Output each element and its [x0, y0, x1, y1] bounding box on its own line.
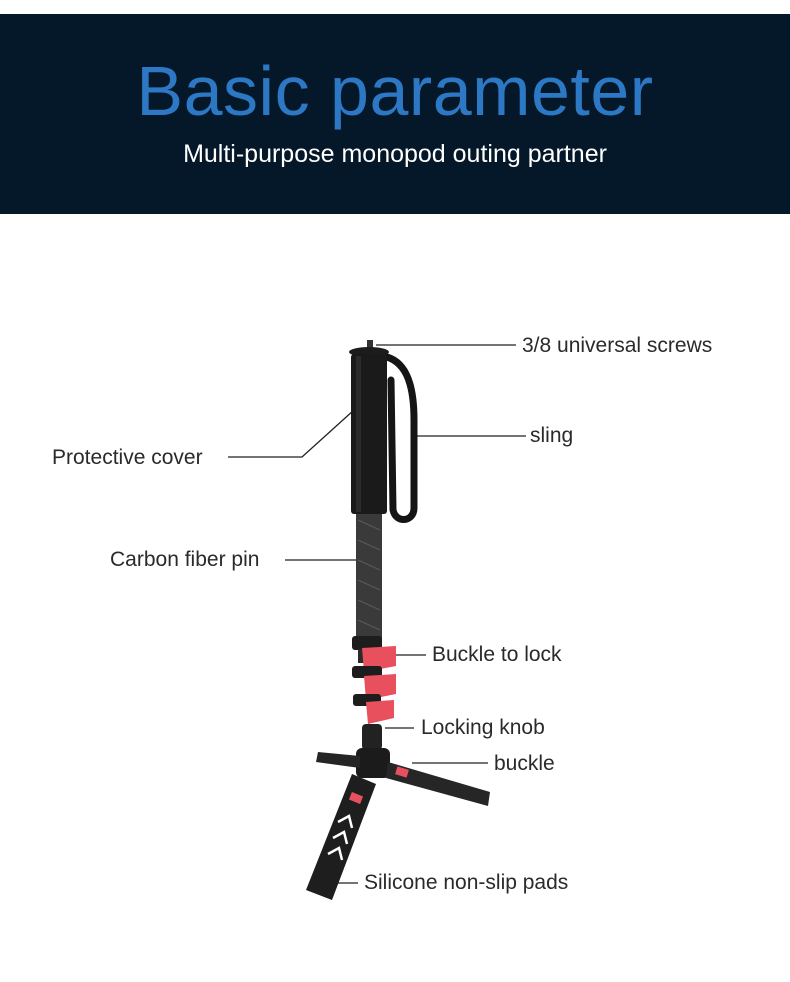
- chevron-marks: [327, 814, 354, 861]
- label-buckle: buckle: [494, 752, 555, 775]
- page-title: Basic parameter: [136, 52, 654, 130]
- label-locking-knob: Locking knob: [421, 716, 545, 739]
- lock-clamps: [352, 636, 396, 724]
- page-subtitle: Multi-purpose monopod outing partner: [183, 140, 607, 168]
- header-banner: [0, 14, 790, 214]
- label-protective-cover: Protective cover: [52, 446, 203, 469]
- label-sling: sling: [530, 424, 574, 447]
- tripod-base: [306, 748, 490, 900]
- sling-strap: [379, 352, 418, 523]
- label-screws: 3/8 universal screws: [522, 334, 713, 357]
- carbon-tube: [356, 514, 382, 642]
- leader-lines: [228, 344, 526, 884]
- carbon-texture: [357, 519, 381, 631]
- label-non-slip-pads: Silicone non-slip pads: [364, 871, 569, 894]
- label-buckle-lock: Buckle to lock: [432, 643, 562, 666]
- locking-knob: [362, 724, 382, 750]
- screw-post: [367, 340, 373, 348]
- label-carbon-pin: Carbon fiber pin: [110, 548, 260, 571]
